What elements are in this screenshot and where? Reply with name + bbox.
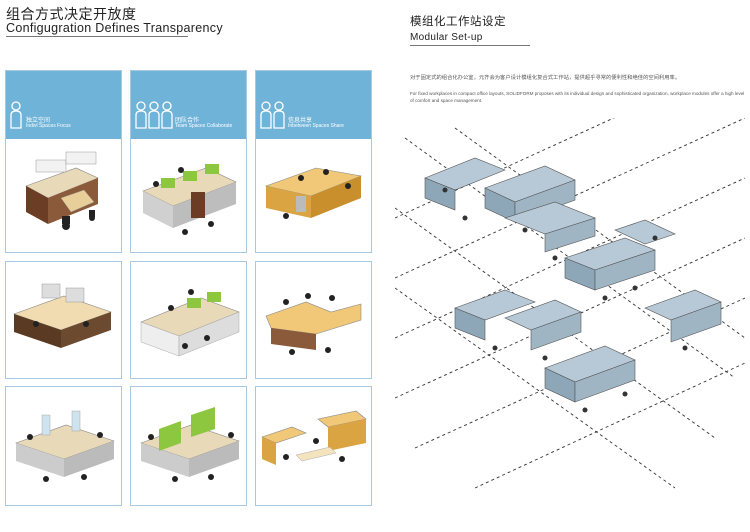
title-divider: [410, 45, 530, 46]
description-zh: 对于固定式的组合化办公室，元齐会为客户设计模组化复合式工作站，提供超乎寻常的便利…: [410, 75, 681, 81]
workstation-illustration: [142, 164, 237, 235]
right-page: 模组化工作站设定 Modular Set-up 对于固定式的组合化办公室，元齐会…: [375, 0, 750, 532]
workstation-illustration: [13, 283, 112, 348]
workstation-illustration: [140, 289, 240, 357]
workstation-illustration: [265, 293, 362, 355]
workstation-illustration: [261, 410, 367, 465]
card-label-en: Inbetween Spaces Share: [288, 123, 344, 129]
card-label-zh: 团队合作: [175, 118, 200, 124]
card-label-zh: 信息共享: [288, 118, 313, 124]
page-title-zh: 组合方式决定开放度: [6, 6, 137, 22]
workstation-card: [255, 261, 372, 379]
card-label-en: Team Spaces Collaborate: [175, 123, 233, 129]
workstation-illustration: [25, 151, 99, 230]
left-page: 组合方式决定开放度 Configugration Defines Transpa…: [5, 6, 373, 506]
workstation-clusters: [424, 157, 722, 403]
section-title-en: Modular Set-up: [410, 32, 483, 43]
modular-layout-plan: [395, 118, 745, 489]
card-label-en: Indivl Spaces Focus: [26, 123, 71, 129]
workstation-illustration: [140, 407, 240, 482]
card-label-zh: 独立空间: [26, 118, 51, 124]
workstation-illustration: [264, 167, 363, 219]
workstation-card: [5, 261, 122, 379]
card-team-spaces: 团队合作 Team Spaces Collaborate: [130, 70, 247, 253]
person-icon: [10, 101, 22, 129]
pair-icon: [260, 101, 285, 129]
configuration-grid: 独立空间 Indivl Spaces Focus 团队合作 Team Sp: [5, 70, 373, 506]
workstation-card: [130, 386, 247, 506]
workstation-card: [130, 261, 247, 379]
card-individual-spaces: 独立空间 Indivl Spaces Focus: [5, 70, 122, 253]
section-title-zh: 模组化工作站设定: [410, 16, 506, 28]
group-icon: [135, 101, 173, 129]
description-en: For fixed workplaces in compact office l…: [410, 91, 745, 103]
title-divider: [6, 36, 188, 37]
workstation-card: [5, 386, 122, 506]
page-title-en: Configugration Defines Transparency: [6, 21, 223, 35]
card-inbetween-spaces: 信息共享 Inbetween Spaces Share: [255, 70, 372, 253]
chairs: [442, 187, 688, 413]
workstation-illustration: [15, 410, 115, 482]
card-header: [6, 71, 121, 139]
workstation-card: [255, 386, 372, 506]
